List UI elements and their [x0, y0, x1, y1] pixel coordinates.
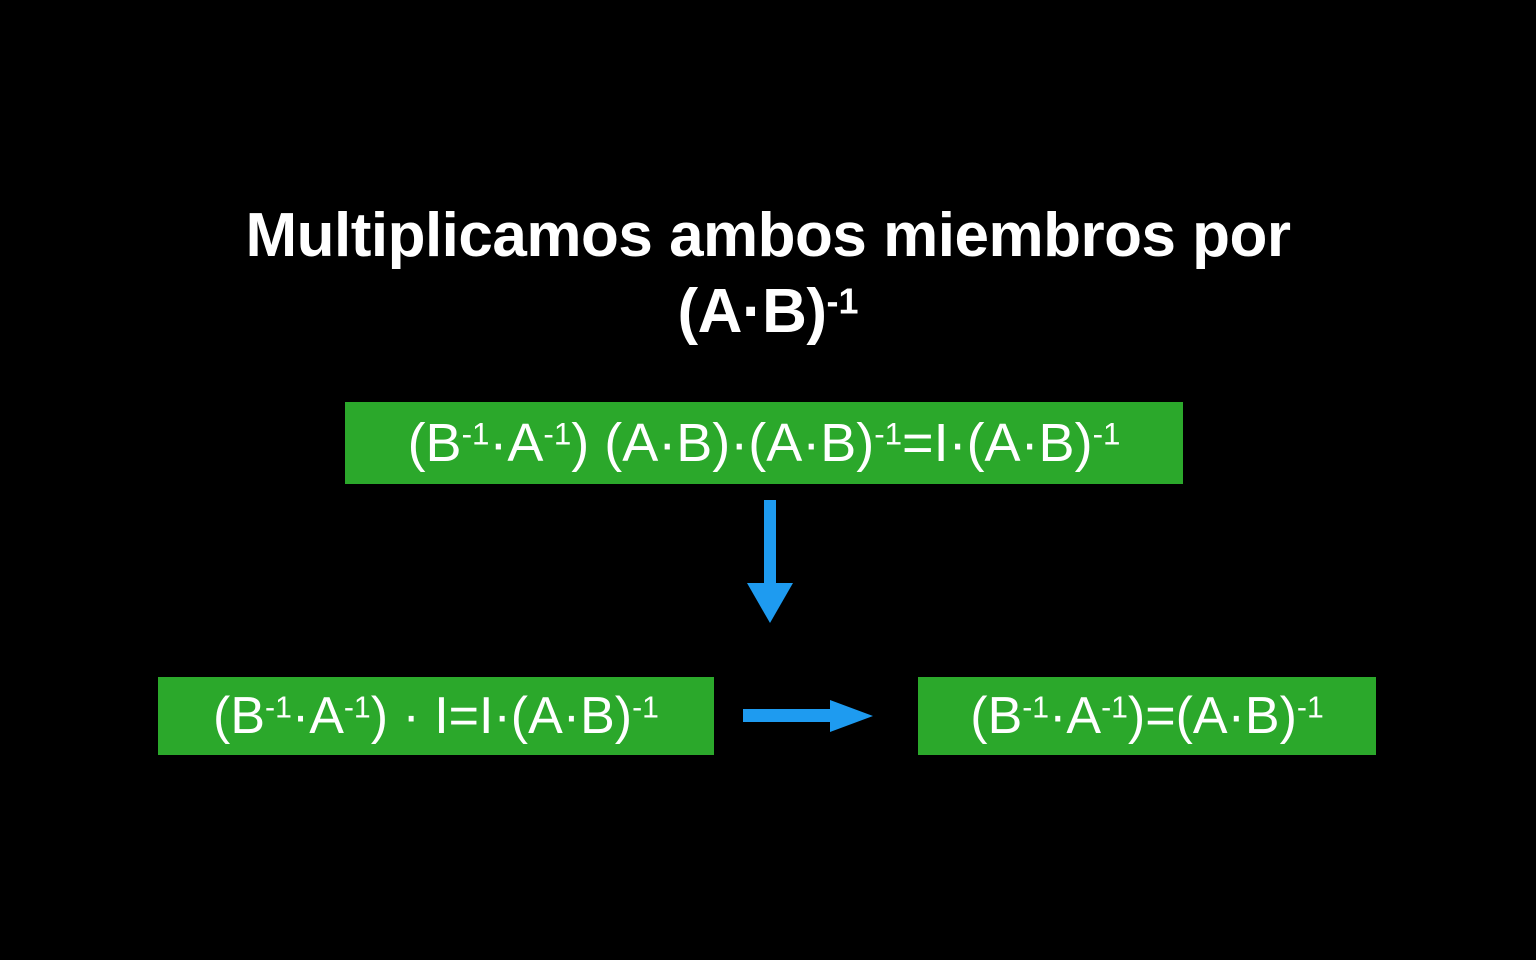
- exponent: -1: [265, 691, 292, 725]
- exponent: -1: [1101, 691, 1128, 725]
- page-title: Multiplicamos ambos miembros por (A·B)-1: [0, 198, 1536, 350]
- page-title-line-1: Multiplicamos ambos miembros por: [245, 201, 1291, 270]
- exponent: -1: [1022, 691, 1050, 725]
- exponent: -1: [874, 416, 903, 452]
- equation-segment: (B: [213, 687, 266, 745]
- equation-box-right: (B-1·A-1)=(A·B)-1: [918, 677, 1376, 755]
- equation-segment: ·A: [489, 413, 544, 473]
- equation-segment: ) · I=I·(A·B): [370, 687, 633, 745]
- equation-segment: ·A: [1049, 687, 1102, 745]
- equation-box-main: (B-1·A-1) (A·B)·(A·B)-1=I·(A·B)-1: [345, 402, 1183, 484]
- equation-text-left: (B-1·A-1) · I=I·(A·B)-1: [213, 686, 659, 746]
- page-title-line-2: (A·B)-1: [0, 274, 1536, 350]
- arrow-right-icon: [740, 694, 882, 738]
- equation-text-right: (B-1·A-1)=(A·B)-1: [970, 686, 1323, 746]
- exponent: -1: [543, 416, 572, 452]
- page-title-line-2-base: (A: [677, 277, 743, 346]
- equation-segment: (B: [970, 687, 1023, 745]
- equation-segment: ) (A·B)·(A·B): [571, 413, 875, 473]
- equation-segment: =I·(A·B): [902, 413, 1093, 473]
- equation-segment: ·A: [291, 687, 344, 745]
- page-title-line-2-dot: ·: [741, 277, 763, 346]
- equation-text-main: (B-1·A-1) (A·B)·(A·B)-1=I·(A·B)-1: [408, 412, 1121, 474]
- exponent: -1: [461, 416, 490, 452]
- exponent: -1: [1092, 416, 1121, 452]
- equation-segment: (B: [407, 413, 462, 473]
- equation-box-left: (B-1·A-1) · I=I·(A·B)-1: [158, 677, 714, 755]
- exponent: -1: [632, 691, 659, 725]
- page-title-line-2-exponent: -1: [826, 280, 859, 322]
- page-title-line-2-mid: B): [762, 277, 827, 346]
- arrow-down-icon: [735, 498, 805, 626]
- exponent: -1: [343, 691, 371, 725]
- equation-segment: )=(A·B): [1127, 687, 1297, 745]
- exponent: -1: [1296, 691, 1324, 725]
